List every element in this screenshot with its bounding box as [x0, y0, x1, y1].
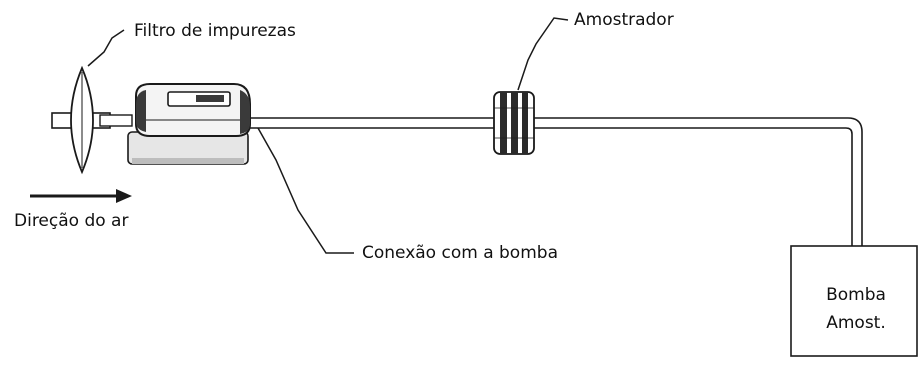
filter-leader-line — [87, 29, 125, 67]
pump-label-line2: Amost. — [826, 313, 886, 333]
sampler-leader-line — [517, 17, 569, 91]
airflow-arrow — [30, 189, 132, 203]
sampling-pump: Bomba Amost. — [790, 245, 918, 357]
connection-leader-line — [257, 127, 354, 254]
impurity-filter — [70, 65, 94, 175]
connection-label: Conexão com a bomba — [362, 243, 558, 263]
pump-label-line1: Bomba — [826, 285, 886, 305]
airflow-label: Direção do ar — [14, 211, 128, 231]
cyclone-device — [127, 83, 251, 165]
filter-connector — [99, 114, 133, 127]
filter-label: Filtro de impurezas — [134, 21, 296, 41]
sampler-label: Amostrador — [574, 10, 674, 30]
sampling-tube — [250, 117, 863, 246]
sampler-cassette — [493, 91, 535, 155]
